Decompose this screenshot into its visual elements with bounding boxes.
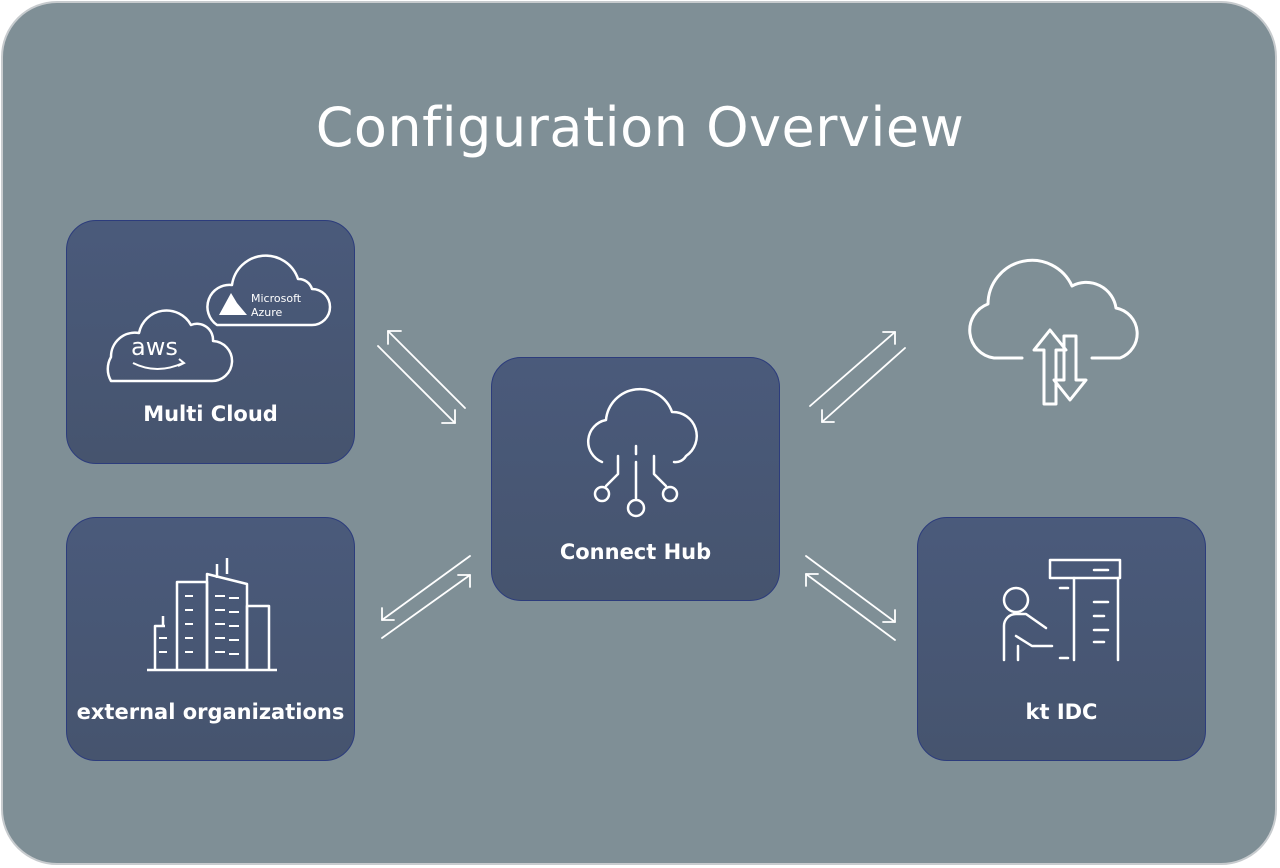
multi-cloud-label: Multi Cloud xyxy=(143,402,278,426)
page-title: Configuration Overview xyxy=(315,96,965,159)
external-orgs-label: external organizations xyxy=(76,700,345,724)
azure-logo-line1: Microsoft xyxy=(251,292,302,305)
cloud-upload-download-icon xyxy=(968,258,1139,406)
arrow-hub-ktidc xyxy=(805,555,896,641)
external-orgs-node: external organizations xyxy=(66,517,355,761)
kt-idc-node: kt IDC xyxy=(917,517,1206,761)
kt-idc-label: kt IDC xyxy=(1025,700,1098,724)
multi-cloud-node: aws Microsoft Azure Multi Cloud xyxy=(66,220,355,464)
cloud-network-icon xyxy=(586,387,698,518)
aws-logo-text: aws xyxy=(131,333,178,361)
arrow-external-hub xyxy=(381,555,471,639)
connect-hub-label: Connect Hub xyxy=(559,540,712,564)
connect-hub-node: Connect Hub xyxy=(491,357,780,601)
cloud-logos-icon xyxy=(106,254,332,383)
server-technician-icon xyxy=(1002,558,1122,662)
azure-logo-line2: Azure xyxy=(251,306,283,319)
arrow-multicloud-hub xyxy=(377,330,466,424)
arrow-hub-internet xyxy=(809,331,906,423)
buildings-icon xyxy=(147,558,277,672)
